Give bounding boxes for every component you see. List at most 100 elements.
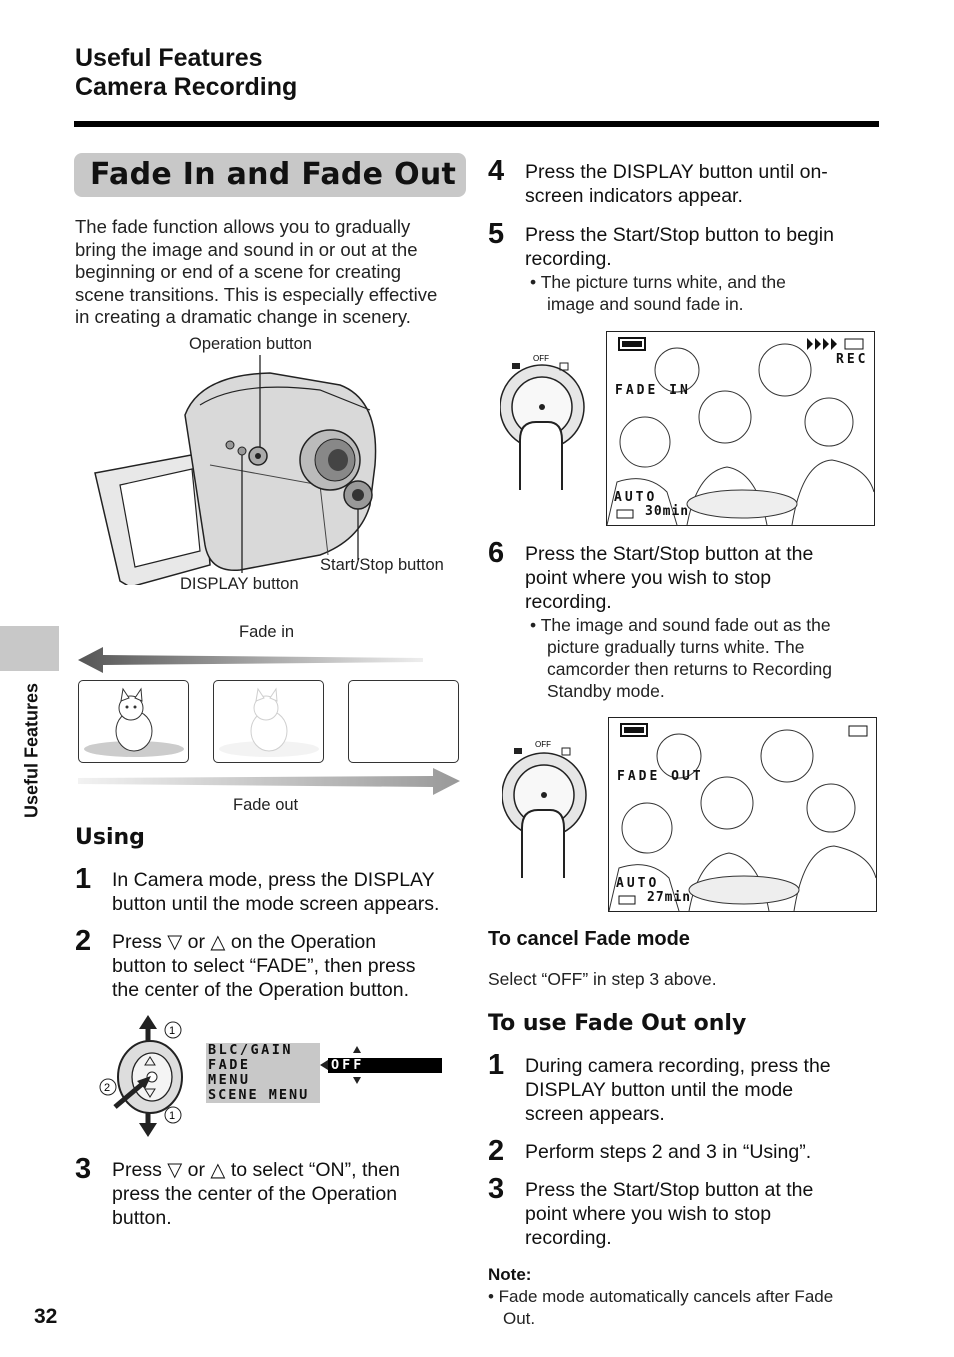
- step-text: Perform steps 2 and 3 in “Using”.: [525, 1140, 811, 1164]
- cat-image: [84, 687, 184, 757]
- page-title: Fade In and Fade Out: [90, 157, 457, 192]
- using-step-text: Press ▽ or △ to select “ON”, then press …: [112, 1158, 400, 1230]
- title-box: [74, 153, 466, 197]
- battery-icon: [620, 723, 648, 737]
- step-number: 5: [488, 218, 505, 250]
- side-tab: [0, 626, 59, 671]
- note-heading: Note:: [488, 1265, 532, 1284]
- fadeout-only-heading: To use Fade Out only: [488, 1011, 747, 1036]
- dial-off-label: OFF: [533, 354, 549, 363]
- fade-frame-full: [78, 680, 189, 763]
- intro-line: in creating a dramatic change in scenery…: [75, 306, 411, 327]
- step-number: 1: [488, 1049, 505, 1081]
- step-line: the center of the Operation button.: [112, 979, 410, 1001]
- down-arrow-icon: [353, 1077, 361, 1084]
- menu-item-blc-gain: BLC/GAIN: [206, 1043, 320, 1058]
- left-pointer-icon: [320, 1060, 328, 1070]
- bullet-note: • The picture turns white, and the image…: [530, 272, 786, 314]
- cassette-icon: [848, 725, 868, 737]
- fade-value-selector: [320, 1046, 442, 1084]
- using-step-number: 2: [75, 925, 92, 957]
- fade-out-label: Fade out: [233, 796, 299, 814]
- up-arrow-icon: [353, 1046, 361, 1053]
- fade-value: OFF: [331, 1057, 365, 1073]
- remaining-time: 27min: [647, 890, 692, 905]
- step-text: Press the Start/Stop button at the point…: [525, 542, 813, 614]
- step-line: press the center of the Operation: [112, 1183, 398, 1205]
- step-line: button.: [112, 1207, 172, 1229]
- operation-dial-illustration: 1 2 1: [99, 1015, 183, 1137]
- tape-progress-icon: [807, 338, 813, 350]
- play-icon: [559, 362, 569, 371]
- step-number: 3: [488, 1173, 505, 1205]
- bullet-line: image and sound fade in.: [547, 294, 744, 314]
- cassette-icon: [616, 509, 634, 519]
- step-line: DISPLAY button until the mode: [525, 1079, 794, 1101]
- step-text: Press the Start/Stop button to begin rec…: [525, 223, 834, 271]
- side-tab-label: Useful Features: [21, 682, 42, 819]
- using-step-number: 1: [75, 863, 92, 895]
- step-text: Press the DISPLAY button until on- scree…: [525, 160, 828, 208]
- fade-in-indicator: FADE IN: [615, 383, 691, 398]
- intro-line: bring the image and sound in or out at t…: [75, 238, 418, 260]
- intro-line: The fade function allows you to graduall…: [75, 216, 411, 237]
- step-line: Press the Start/Stop button at the: [525, 1179, 814, 1201]
- auto-indicator: AUTO: [616, 876, 660, 891]
- using-step-number: 3: [75, 1153, 92, 1185]
- step-line: recording.: [525, 591, 612, 613]
- bullet-line: Standby mode.: [547, 681, 665, 701]
- step-line: During camera recording, press the: [525, 1055, 831, 1077]
- step-number: 2: [488, 1135, 505, 1167]
- step-line: Press ▽ or △ on the Operation: [112, 931, 377, 953]
- family-scene-image: [607, 337, 874, 525]
- step-line: Press the Start/Stop button at the: [525, 543, 814, 565]
- cassette-icon: [844, 338, 864, 350]
- step-line: button until the mode screen appears.: [112, 893, 440, 915]
- step-line: In Camera mode, press the DISPLAY: [112, 869, 435, 891]
- viewfinder-screen-fade-in: REC FADE IN AUTO 30min: [606, 331, 875, 526]
- fade-in-label: Fade in: [239, 623, 295, 641]
- menu-item-menu: MENU: [206, 1073, 320, 1088]
- bullet-line: camcorder then returns to Recording: [547, 659, 832, 679]
- header-line1: Useful Features: [75, 44, 263, 72]
- intro-paragraph: The fade function allows you to graduall…: [75, 216, 470, 329]
- intro-line: scene transitions. This is especially ef…: [75, 283, 438, 305]
- step-line: point where you wish to stop: [525, 1203, 772, 1225]
- step-text: During camera recording, press the DISPL…: [525, 1054, 831, 1126]
- menu-item-scene-menu: SCENE MENU: [206, 1088, 320, 1103]
- dial-off-label: OFF: [535, 740, 551, 749]
- rec-indicator: REC: [836, 352, 869, 367]
- fade-frame-half: [213, 680, 324, 763]
- bullet-line: The picture turns white, and the: [540, 272, 786, 292]
- step-line: Press ▽ or △ to select “ON”, then: [112, 1159, 400, 1181]
- using-heading: Using: [75, 825, 145, 850]
- using-step-text: Press ▽ or △ on the Operation button to …: [112, 930, 415, 1002]
- intro-line: beginning or end of a scene for creating: [75, 261, 402, 282]
- step-text: Press the Start/Stop button at the point…: [525, 1178, 813, 1250]
- cancel-heading: To cancel Fade mode: [488, 928, 690, 950]
- step-line: Press the Start/Stop button to begin: [525, 224, 834, 246]
- remaining-time: 30min: [645, 504, 690, 519]
- display-button-label: DISPLAY button: [180, 575, 299, 593]
- note-line: • Fade mode automatically cancels after …: [488, 1287, 834, 1306]
- bullet-note: • The image and sound fade out as the pi…: [530, 615, 832, 701]
- auto-indicator: AUTO: [614, 490, 658, 505]
- cassette-icon: [618, 895, 636, 905]
- play-icon: [561, 747, 571, 756]
- step-line: recording.: [525, 248, 612, 270]
- callout-2: 2: [104, 1082, 110, 1094]
- header-rule: [74, 121, 879, 127]
- camera-icon: [514, 748, 522, 754]
- step-number: 6: [488, 537, 505, 569]
- callout-1-bottom: 1: [169, 1110, 175, 1122]
- cancel-text: Select “OFF” in step 3 above.: [488, 969, 717, 989]
- step-line: screen indicators appear.: [525, 185, 743, 207]
- family-scene-image: [609, 723, 876, 911]
- section-header: Useful Features Camera Recording: [75, 44, 297, 102]
- fade-out-arrow: [78, 768, 460, 795]
- page-number: 32: [34, 1305, 58, 1328]
- fade-frame-white: [348, 680, 459, 763]
- step-line: Perform steps 2 and 3 in “Using”.: [525, 1141, 812, 1163]
- start-stop-button-label: Start/Stop button: [320, 556, 444, 574]
- callout-1-top: 1: [169, 1025, 175, 1037]
